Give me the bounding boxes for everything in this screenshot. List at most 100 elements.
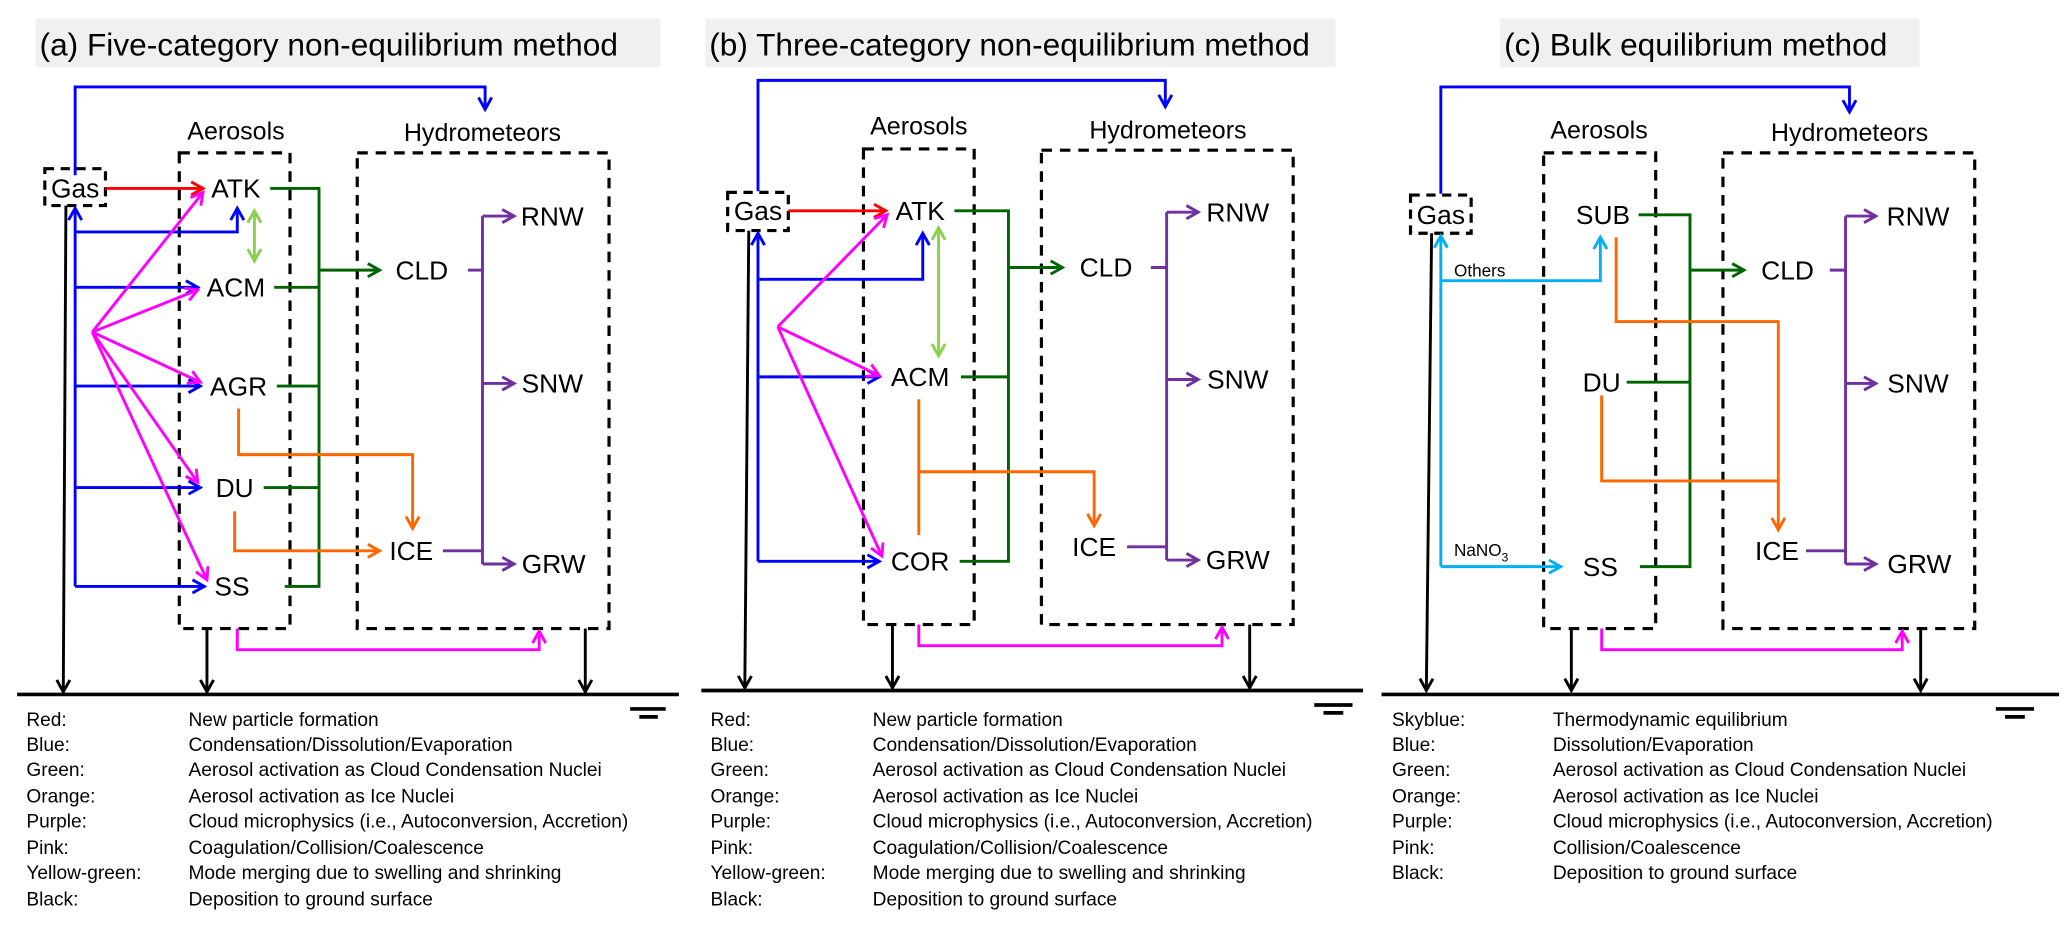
legend-desc: Deposition to ground surface [1553,863,1797,884]
legend-key: Purple: [711,812,772,833]
legend-key: Blue: [711,735,755,756]
panel-a-hydrometeors-box [355,151,611,631]
panel-b-node-snw: SNW [1207,365,1269,395]
legend-key: Pink: [26,838,69,859]
legend-desc: Thermodynamic equilibrium [1553,710,1788,731]
legend-desc: Coagulation/Collision/Coalescence [189,838,484,859]
panel-c-skyblue-arrows [1441,236,1601,567]
panel-c-blue-arrow [1439,85,1850,194]
legend-key: Green: [26,760,84,781]
panel-a-aerosols-box [177,151,292,631]
legend-key: Green: [1392,760,1450,781]
panel-a-purple-arrows [442,216,514,564]
panel-a-node-gas: Gas [51,174,99,204]
panel-a-hydrometeors-label: Hydrometeors [404,119,561,147]
legend-desc: Aerosol activation as Ice Nuclei [189,787,455,808]
legend-desc: Mode merging due to swelling and shrinki… [189,863,562,884]
panel-b-node-acm: ACM [891,362,950,392]
panel-c-node-snw: SNW [1887,369,1949,399]
panel-b-title-background [705,18,1336,68]
legend-key: Purple: [1392,812,1453,833]
panel-c-green-arrows [1626,213,1744,569]
legend-key: Blue: [26,735,70,756]
panel-c-nano3-label: NaNO3 [1454,540,1509,564]
panel-b: (b) Three-category non-equilibrium metho… [701,18,1364,910]
panel-c-node-ice: ICE [1755,536,1799,566]
legend-desc: Mode merging due to swelling and shrinki… [873,863,1246,884]
legend-desc: Deposition to ground surface [873,889,1117,910]
panel-c-node-cld: CLD [1761,255,1814,285]
panel-b-node-cor: COR [891,547,950,577]
panel-b-green-arrows [954,209,1062,563]
legend-key: Red: [26,710,66,731]
panel-a: (a) Five-category non-equilibrium method… [17,18,679,910]
panel-a-aerosols-label: Aerosols [187,118,284,146]
panel-c-purple-arrows [1805,216,1876,564]
panel-c-node-ss: SS [1583,552,1618,582]
panel-c-hydrometeors-label: Hydrometeors [1771,119,1928,147]
panel-a-node-acm: ACM [207,272,266,302]
panel-b-pink-arrows [776,215,1222,648]
panel-b-blue-arrows [758,78,1165,561]
panel-b-node-atk: ATK [895,196,945,226]
legend-key: Green: [711,760,769,781]
panel-a-blue-arrows [75,85,485,586]
legend-key: Blue: [1392,735,1436,756]
panel-a-node-ss: SS [214,572,249,602]
panel-b-purple-arrows [1127,212,1198,560]
panel-a-node-cld: CLD [395,255,448,285]
legend-desc: Cloud microphysics (i.e., Autoconversion… [1553,812,1993,833]
legend-desc: Dissolution/Evaporation [1553,735,1754,756]
panel-a-pink-arrows [90,192,539,652]
legend-desc: Coagulation/Collision/Coalescence [873,838,1168,859]
legend-desc: New particle formation [189,710,379,731]
panel-c-node-rnw: RNW [1887,201,1950,231]
panel-c-title-background [1500,18,1920,68]
panel-b-node-gas: Gas [734,196,782,226]
legend-desc: Collision/Coalescence [1553,838,1741,859]
legend-key: Orange: [26,787,95,808]
panel-a-node-atk: ATK [211,174,261,204]
panel-c-orange-arrows [1600,237,1779,530]
panel-a-green-arrows [263,186,380,588]
legend-key: Yellow-green: [711,863,826,884]
legend-desc: Aerosol activation as Cloud Condensation… [1553,760,1966,781]
legend-key: Skyblue: [1392,710,1465,731]
panel-c-legend: Skyblue: Thermodynamic equilibrium Blue:… [1392,710,1993,884]
legend-key: Yellow-green: [26,863,141,884]
legend-key: Black: [26,889,78,910]
legend-desc: Cloud microphysics (i.e., Autoconversion… [873,812,1313,833]
panel-c-aerosols-label: Aerosols [1550,116,1647,144]
panel-c-title: (c) Bulk equilibrium method [1504,26,1887,62]
panel-b-title: (b) Three-category non-equilibrium metho… [709,26,1310,62]
legend-key: Pink: [1392,838,1435,859]
legend-desc: Deposition to ground surface [189,889,433,910]
legend-desc: Cloud microphysics (i.e., Autoconversion… [189,812,629,833]
panel-a-node-snw: SNW [522,369,584,399]
panel-b-aerosols-label: Aerosols [870,112,967,140]
panel-a-ground-symbol-icon [630,707,666,719]
panel-a-deposition-arrows [63,205,585,692]
panel-c-node-grw: GRW [1887,549,1951,579]
panel-b-ground-symbol-icon [1314,703,1353,715]
legend-desc: Condensation/Dissolution/Evaporation [189,735,513,756]
panel-c-ground-symbol-icon [1995,707,2035,719]
legend-desc: Aerosol activation as Cloud Condensation… [189,760,602,781]
panel-a-node-agr: AGR [210,371,267,401]
panel-c-pink-arrow [1600,629,1903,652]
legend-desc: Aerosol activation as Ice Nuclei [1553,787,1819,808]
legend-desc: New particle formation [873,710,1063,731]
legend-key: Black: [1392,863,1444,884]
panel-c-hydrometeors-box [1721,151,1977,631]
panel-a-title: (a) Five-category non-equilibrium method [40,26,618,62]
panel-c-node-sub: SUB [1576,200,1630,230]
panel-c-aerosols-box [1542,151,1658,631]
legend-key: Black: [711,889,763,910]
panel-b-deposition-arrows [745,230,1250,688]
panel-c: (c) Bulk equilibrium method Aerosols Hyd… [1381,18,2060,884]
panel-a-orange-arrows [233,408,413,550]
legend-desc: Condensation/Dissolution/Evaporation [873,735,1197,756]
panel-b-aerosols-box [861,147,976,627]
legend-desc: Aerosol activation as Ice Nuclei [873,787,1139,808]
